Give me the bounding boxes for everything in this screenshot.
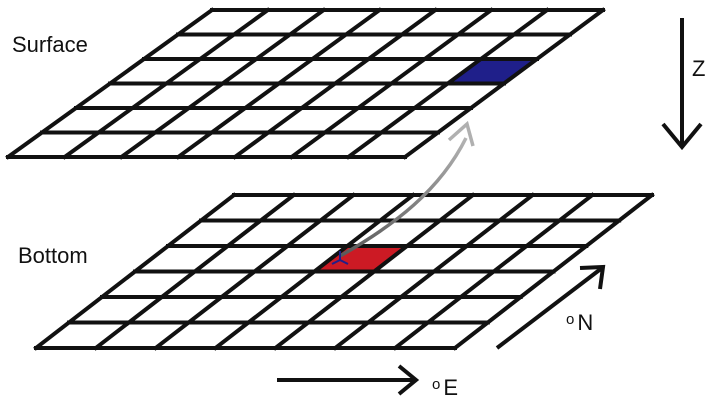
north-axis-arrow-icon <box>495 264 606 350</box>
surface-grid-column-line <box>288 7 495 160</box>
vertical-transfer-arrowhead <box>447 120 475 147</box>
source-marker-icon <box>331 251 349 265</box>
z-axis-label: Z <box>692 56 706 81</box>
bottom-highlight-cell <box>314 246 408 272</box>
east-axis-arrow-icon <box>277 364 420 396</box>
bottom-grid-column-line <box>152 192 357 351</box>
surface-grid-column-line <box>402 7 606 160</box>
surface-grid-column-line <box>61 7 271 160</box>
bottom-grid-column-line <box>452 192 655 351</box>
bottom-grid <box>33 192 655 351</box>
bottom-grid-column-line <box>33 192 237 351</box>
east-degree-symbol: o <box>432 376 441 393</box>
vertical-transfer-arrow <box>339 137 468 258</box>
surface-grid-column-line <box>5 7 215 160</box>
bottom-grid-column-line <box>332 192 536 351</box>
surface-grid-column-line <box>345 7 550 160</box>
surface-grid-column-line <box>175 7 383 160</box>
surface-grid-column-line <box>118 7 327 160</box>
bottom-grid-column-line <box>212 192 416 351</box>
bottom-label: Bottom <box>18 243 88 268</box>
north-axis-text: N <box>577 310 594 335</box>
z-axis-arrow-icon <box>661 18 703 151</box>
north-degree-symbol: o <box>566 311 575 328</box>
surface-highlight-cell <box>447 59 537 84</box>
surface-grid <box>5 7 606 160</box>
bottom-grid-column-line <box>392 192 596 351</box>
east-axis-text: E <box>443 375 459 400</box>
bottom-grid-column-line <box>93 192 297 351</box>
bottom-grid-column-line <box>272 192 476 351</box>
surface-grid-column-line <box>232 7 439 160</box>
surface-label: Surface <box>12 32 88 57</box>
